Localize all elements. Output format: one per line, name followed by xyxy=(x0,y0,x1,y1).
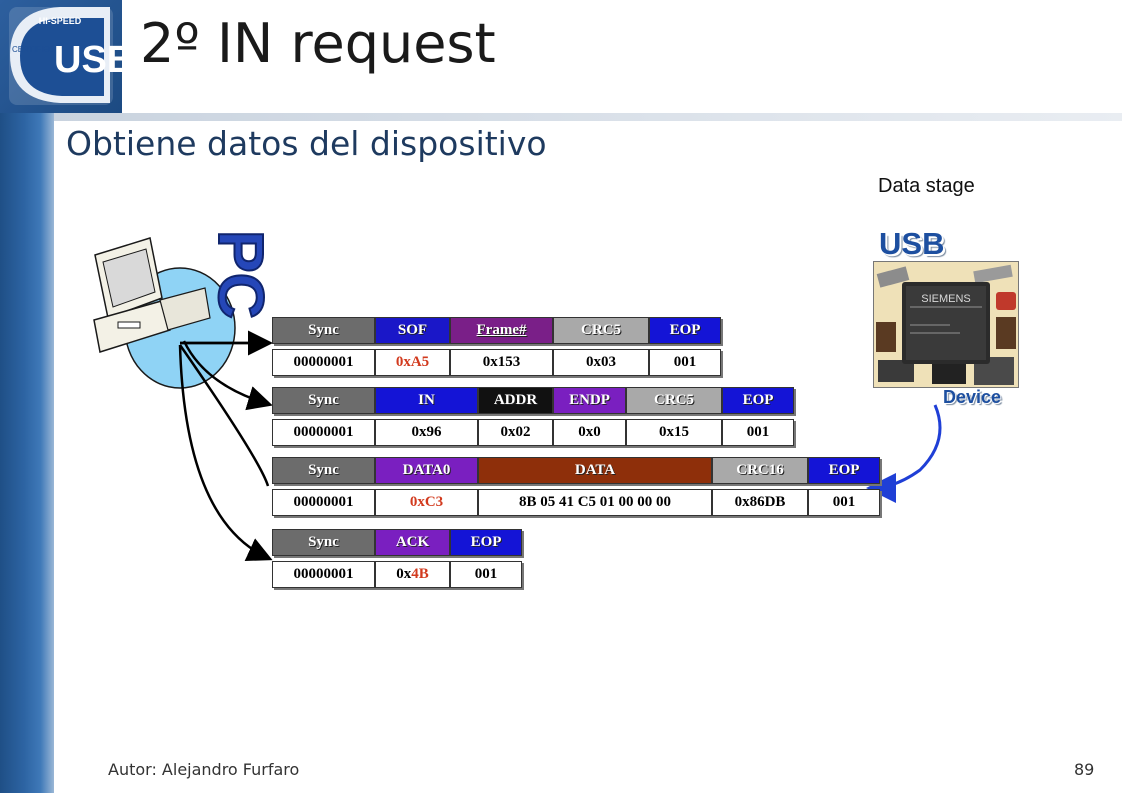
logo-certified-text: CERTIFIED xyxy=(12,45,54,54)
field-value: 0x15 xyxy=(626,419,722,446)
pc-icon xyxy=(93,237,236,389)
field-header: Sync xyxy=(272,529,375,556)
packet-field-sync: Sync 00000001 xyxy=(272,457,375,517)
usb-device-illustration: SIEMENS xyxy=(874,262,1018,387)
field-value: 0xA5 xyxy=(375,349,450,376)
field-header: ENDP xyxy=(553,387,626,414)
sidebar-stripe xyxy=(0,113,54,793)
field-header: Frame# xyxy=(450,317,553,344)
field-value: 0xC3 xyxy=(375,489,478,516)
field-value: 001 xyxy=(450,561,522,588)
page-subtitle: Obtiene datos del dispositivo xyxy=(66,124,547,163)
field-header: EOP xyxy=(808,457,880,484)
field-value: 001 xyxy=(808,489,880,516)
packet-field-in: IN 0x96 xyxy=(375,387,478,447)
field-header: ADDR xyxy=(478,387,553,414)
field-value: 0x02 xyxy=(478,419,553,446)
usb-label: USB xyxy=(879,226,945,261)
packet-field-frame: Frame# 0x153 xyxy=(450,317,553,377)
field-header: DATA xyxy=(478,457,712,484)
packet-field-eop: EOP 001 xyxy=(722,387,794,447)
usb-logo-box: HI-SPEED CERTIFIED USB xyxy=(0,0,134,113)
chip-brand-text: SIEMENS xyxy=(921,293,971,305)
field-header: Sync xyxy=(272,387,375,414)
logo-hispeed-text: HI-SPEED xyxy=(39,16,82,26)
field-value: 00000001 xyxy=(272,349,375,376)
pc-label: PC xyxy=(205,230,277,319)
field-header: IN xyxy=(375,387,478,414)
field-value: 00000001 xyxy=(272,419,375,446)
field-value: 0x86DB xyxy=(712,489,808,516)
packet-field-crc5: CRC5 0x03 xyxy=(553,317,649,377)
packet-field-sync: Sync 00000001 xyxy=(272,529,375,589)
packet-field-sync: Sync 00000001 xyxy=(272,387,375,447)
field-header: EOP xyxy=(649,317,721,344)
field-value: 0x96 xyxy=(375,419,478,446)
usb-certified-logo: HI-SPEED CERTIFIED USB xyxy=(9,7,134,105)
field-value: 001 xyxy=(649,349,721,376)
arrow-to-ack xyxy=(178,344,273,562)
device-image: SIEMENS xyxy=(873,261,1019,388)
field-header: CRC5 xyxy=(553,317,649,344)
packet-field-data: DATA 8B 05 41 C5 01 00 00 00 xyxy=(478,457,712,517)
packet-field-sof: SOF 0xA5 xyxy=(375,317,450,377)
packet-field-addr: ADDR 0x02 xyxy=(478,387,553,447)
packet-field-data0: DATA0 0xC3 xyxy=(375,457,478,517)
field-header: CRC5 xyxy=(626,387,722,414)
field-value: 00000001 xyxy=(272,489,375,516)
field-value: 0x03 xyxy=(553,349,649,376)
packet-field-sync: Sync 00000001 xyxy=(272,317,375,377)
arrow-from-data xyxy=(178,344,270,487)
field-header: Sync xyxy=(272,317,375,344)
packet-field-crc5: CRC5 0x15 xyxy=(626,387,722,447)
arrow-to-in xyxy=(182,340,273,411)
stage-label: Data stage xyxy=(878,175,975,197)
field-value: 001 xyxy=(722,419,794,446)
logo-usb-text: USB xyxy=(54,39,122,81)
packet-field-eop: EOP 001 xyxy=(649,317,721,377)
field-value: 0x153 xyxy=(450,349,553,376)
arrow-device-data xyxy=(866,404,942,503)
field-header: Sync xyxy=(272,457,375,484)
packet-field-crc16: CRC16 0x86DB xyxy=(712,457,808,517)
packet-field-endp: ENDP 0x0 xyxy=(553,387,626,447)
field-header: SOF xyxy=(375,317,450,344)
field-header: ACK xyxy=(375,529,450,556)
field-value: 0x0 xyxy=(553,419,626,446)
page-number: 89 xyxy=(1074,760,1095,779)
page-title: 2º IN request xyxy=(140,12,496,75)
field-header: EOP xyxy=(722,387,794,414)
packet-field-eop: EOP 001 xyxy=(808,457,880,517)
title-divider xyxy=(54,113,1122,121)
device-label: Device xyxy=(943,387,1002,407)
footer-author: Autor: Alejandro Furfaro xyxy=(108,760,300,779)
field-value: 8B 05 41 C5 01 00 00 00 xyxy=(478,489,712,516)
field-header: DATA0 xyxy=(375,457,478,484)
packet-field-eop: EOP 001 xyxy=(450,529,522,589)
field-header: CRC16 xyxy=(712,457,808,484)
field-header: EOP xyxy=(450,529,522,556)
field-value: 00000001 xyxy=(272,561,375,588)
